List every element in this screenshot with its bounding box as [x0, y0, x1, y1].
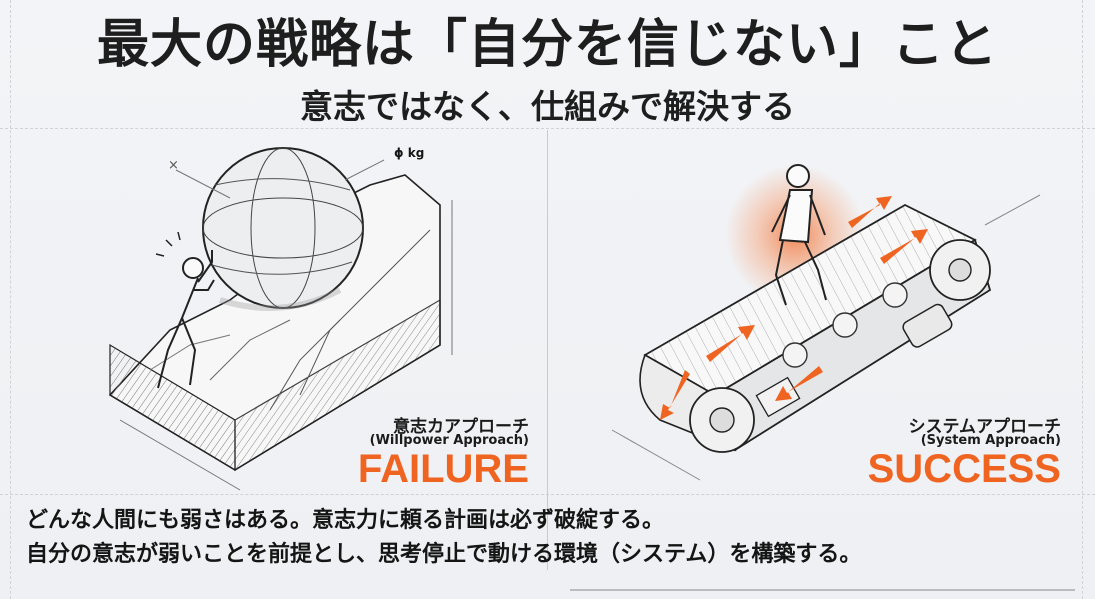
direction-arrows	[660, 196, 928, 420]
annotation-x: ×	[168, 158, 179, 173]
system-label-en: (System Approach)	[920, 433, 1061, 448]
system-label-jp: システムアプローチ	[908, 417, 1062, 437]
willpower-label-jp: 意志カアプローチ	[393, 417, 529, 437]
success-verdict: SUCCESS	[867, 447, 1061, 491]
footer-note: どんな人間にも弱さはある。意志力に頼る計画は必ず破綻する。 自分の意志が弱いこと…	[26, 504, 861, 572]
failure-verdict: FAILURE	[357, 447, 529, 491]
dimension-lines-right	[570, 194, 1075, 591]
walking-person	[771, 164, 827, 306]
page-title: 最大の戦略は「自分を信じない」こと	[96, 15, 998, 75]
panel-divider	[547, 130, 548, 570]
boulder	[202, 147, 364, 311]
struggling-person	[155, 231, 215, 389]
footer-line-2: 自分の意志が弱いことを前提とし、思考停止で動ける環境（システム）を構築する。	[26, 542, 862, 567]
page-subtitle: 意志ではなく、仕組みで解決する	[300, 87, 795, 126]
grid-line	[1082, 0, 1083, 599]
grid-line	[10, 0, 11, 599]
dimension-lines-left	[119, 159, 453, 491]
willpower-label-en: (Willpower Approach)	[369, 433, 529, 448]
weight-annotation: ϕ kg	[394, 146, 425, 160]
footer-line-1: どんな人間にも弱さはある。意志力に頼る計画は必ず破綻する。	[26, 508, 665, 533]
grid-line	[0, 128, 1095, 129]
